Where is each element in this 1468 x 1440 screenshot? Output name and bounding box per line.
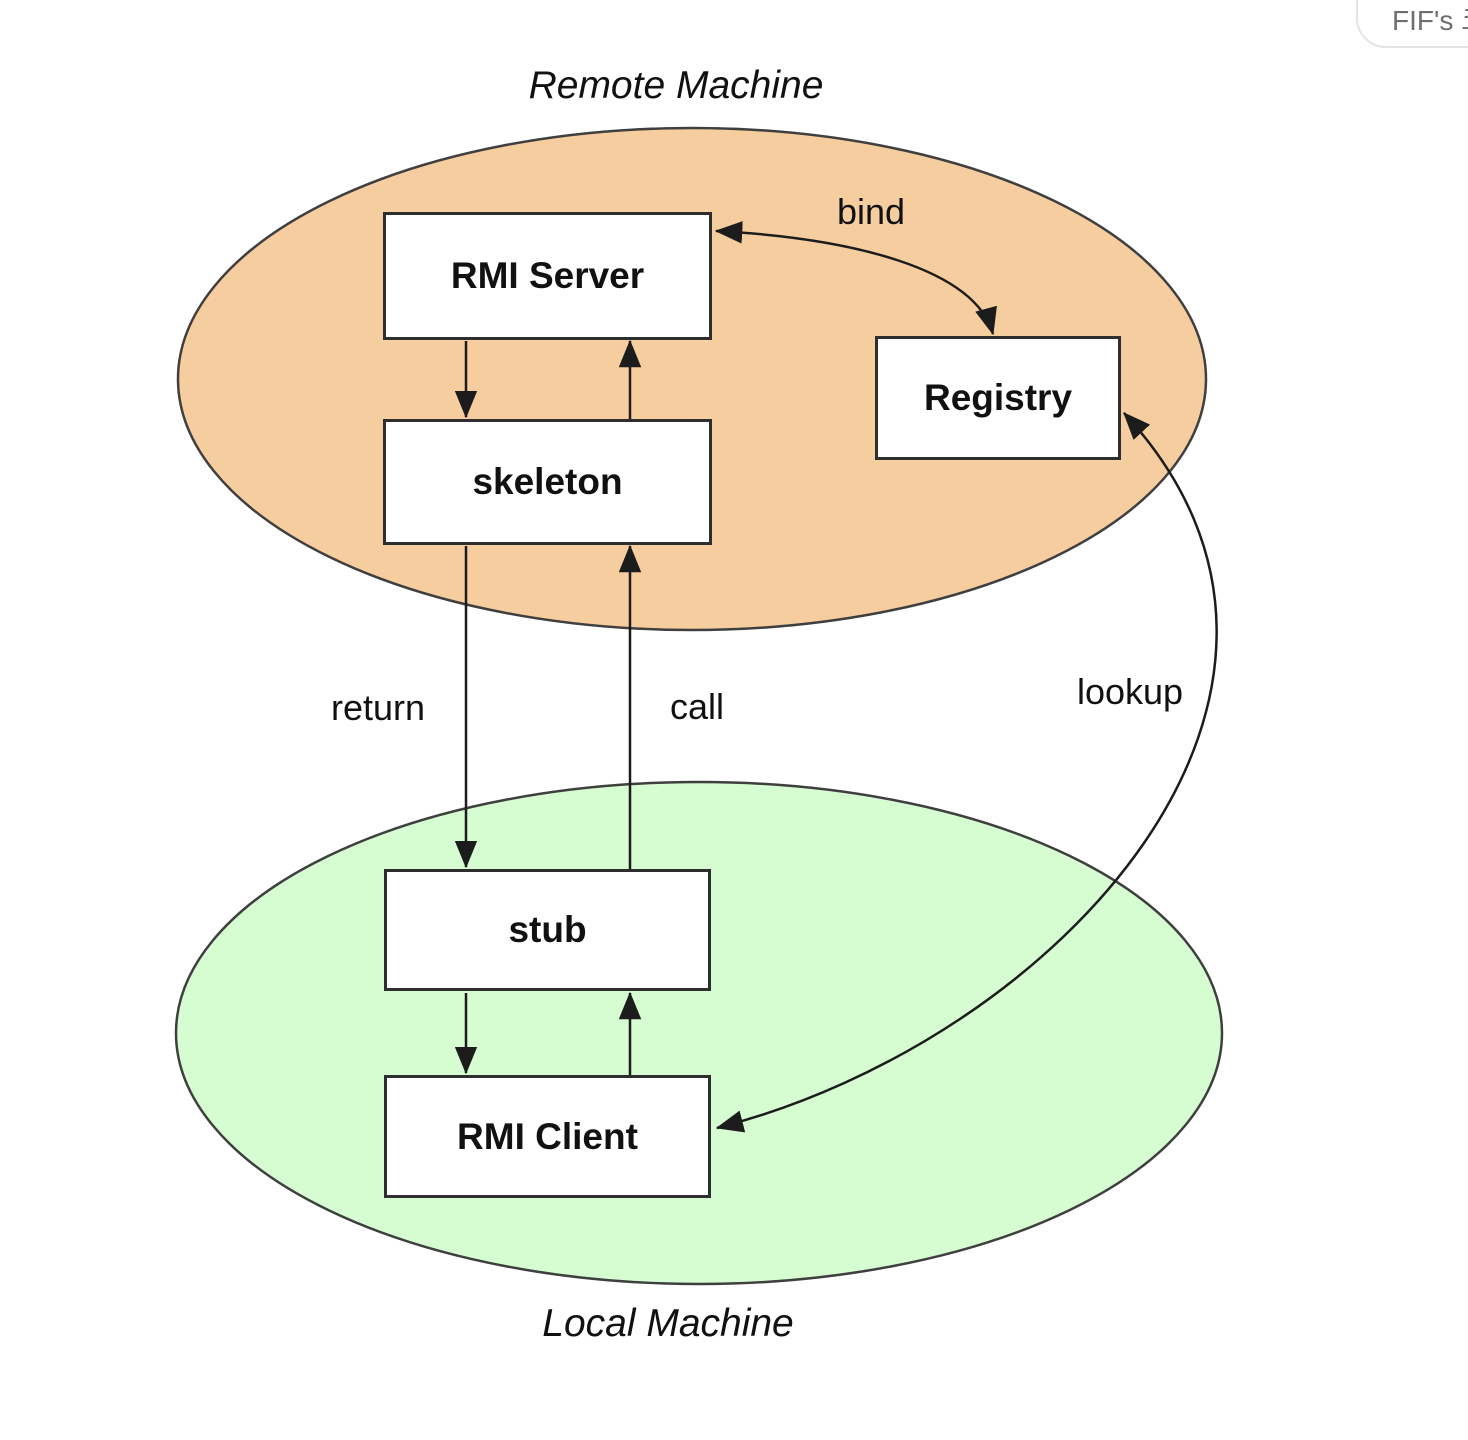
local-machine-title: Local Machine [542,1302,794,1345]
node-stub-label: stub [508,909,587,950]
overlay-pill-button-label: FIF's 코 [1392,5,1468,36]
edge-label-return: return [330,687,426,728]
edge-label-bind: bind [836,191,906,232]
node-registry: Registry [875,336,1121,460]
node-rmi-server-label: RMI Server [450,255,645,296]
node-registry-label: Registry [923,377,1073,418]
arrow-lookup-client-registry [715,412,1218,1133]
node-skeleton: skeleton [383,419,712,545]
node-rmi-client: RMI Client [384,1075,711,1198]
edge-label-lookup: lookup [1076,671,1184,712]
remote-machine-title: Remote Machine [528,64,824,107]
arrow-bind-server-registry [714,221,997,336]
node-stub: stub [384,869,711,991]
node-skeleton-label: skeleton [472,461,623,502]
overlay-pill-button[interactable]: FIF's 코 [1356,0,1468,48]
local-machine-ellipse [174,780,1224,1286]
edge-label-call: call [669,686,725,727]
node-rmi-client-label: RMI Client [457,1115,638,1157]
node-rmi-server: RMI Server [383,212,712,340]
